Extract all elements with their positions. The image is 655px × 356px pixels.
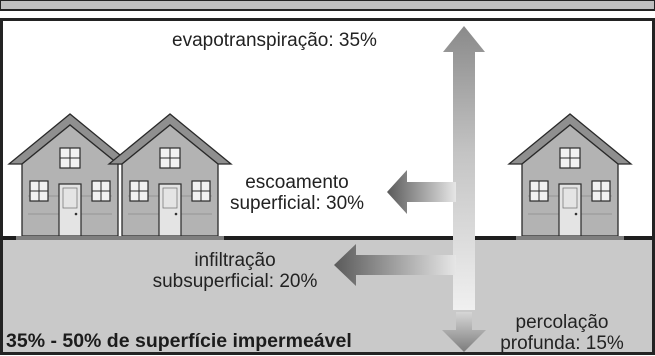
arrow-up-icon	[443, 26, 485, 310]
ground-layer	[3, 238, 652, 352]
label-deep-line1: percolação	[515, 312, 609, 333]
label-runoff: escoamento superficial: 30%	[212, 172, 382, 214]
label-shallow-infiltration: infiltração subsuperficial: 20%	[140, 250, 330, 292]
arrow-down-icon	[442, 312, 486, 352]
label-evapotranspiration: evapotranspiração: 35%	[172, 30, 377, 51]
label-shallow-line1: infiltração	[194, 250, 276, 271]
label-deep-percolation: percolação profunda: 15%	[482, 312, 642, 354]
arrow-left-icon	[387, 170, 456, 214]
arrow-left-icon	[334, 244, 456, 286]
top-frame-strip	[0, 0, 655, 11]
label-runoff-line2: superficial: 30%	[229, 193, 365, 214]
label-deep-line2: profunda: 15%	[500, 333, 624, 354]
label-runoff-line1: escoamento	[245, 172, 349, 193]
impervious-surface-caption: 35% - 50% de superfície impermeável	[6, 330, 352, 352]
label-shallow-line2: subsuperficial: 20%	[152, 271, 318, 292]
